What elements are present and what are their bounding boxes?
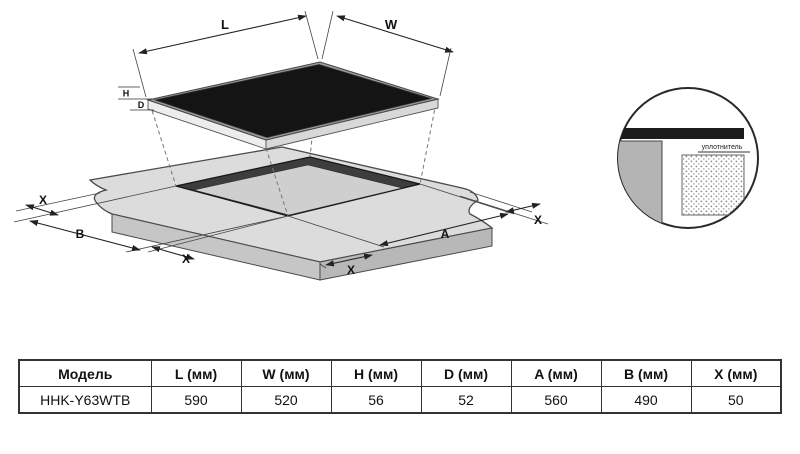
cooktop-panel (146, 61, 440, 150)
cell-model: HHK-Y63WTB (18, 386, 152, 414)
dim-label-H: H (123, 89, 130, 99)
cell-X: 50 (690, 386, 782, 414)
detail-countertop-section (618, 140, 663, 228)
dimension-A: A (287, 183, 515, 248)
dim-label-X-bottom-left: X (182, 252, 190, 266)
table-row: HHK-Y63WTB 590 520 56 52 560 490 50 (18, 386, 782, 414)
cell-D: 52 (420, 386, 512, 414)
col-header-L: L (мм) (150, 359, 242, 387)
dimension-B: B (29, 215, 289, 253)
cell-H: 56 (330, 386, 422, 414)
cell-A: 560 (510, 386, 602, 414)
col-header-H: H (мм) (330, 359, 422, 387)
dim-label-B: B (76, 227, 85, 241)
dimensions-table: Модель L (мм) W (мм) H (мм) D (мм) A (мм… (18, 359, 782, 414)
cutout-bottom (193, 164, 403, 216)
dimension-X-bottom-center: X (319, 253, 373, 277)
detail-glass-section (618, 128, 744, 139)
dim-label-A: A (441, 227, 450, 241)
table-header-row: Модель L (мм) W (мм) H (мм) D (мм) A (мм… (18, 359, 782, 387)
col-header-model: Модель (18, 359, 152, 387)
dim-label-X-left: X (39, 193, 47, 207)
dimension-H-D: H D (118, 86, 154, 111)
cooktop-glass (153, 64, 433, 138)
dimension-W: W (321, 10, 454, 97)
seal-label: уплотнитель (702, 144, 743, 151)
cell-L: 590 (150, 386, 242, 414)
dim-label-D: D (138, 100, 145, 110)
col-header-W: W (мм) (240, 359, 332, 387)
seal-detail-view: уплотнитель (617, 87, 759, 229)
dimension-X-bottom-left: X (147, 215, 289, 266)
dim-label-L: L (221, 17, 229, 32)
col-header-B: B (мм) (600, 359, 692, 387)
dim-label-W: W (385, 17, 398, 32)
cell-B: 490 (600, 386, 692, 414)
countertop (88, 146, 494, 281)
dimension-L: L (132, 10, 319, 98)
col-header-A: A (мм) (510, 359, 602, 387)
dimension-X-left: X (13, 185, 177, 223)
dimension-X-right: X (459, 191, 549, 227)
detail-seal-block (681, 154, 745, 216)
installation-diagram: H D L W X B (13, 10, 759, 281)
col-header-X: X (мм) (690, 359, 782, 387)
col-header-D: D (мм) (420, 359, 512, 387)
dim-label-X-bottom-center: X (347, 263, 355, 277)
cell-W: 520 (240, 386, 332, 414)
dim-label-X-right: X (534, 213, 542, 227)
